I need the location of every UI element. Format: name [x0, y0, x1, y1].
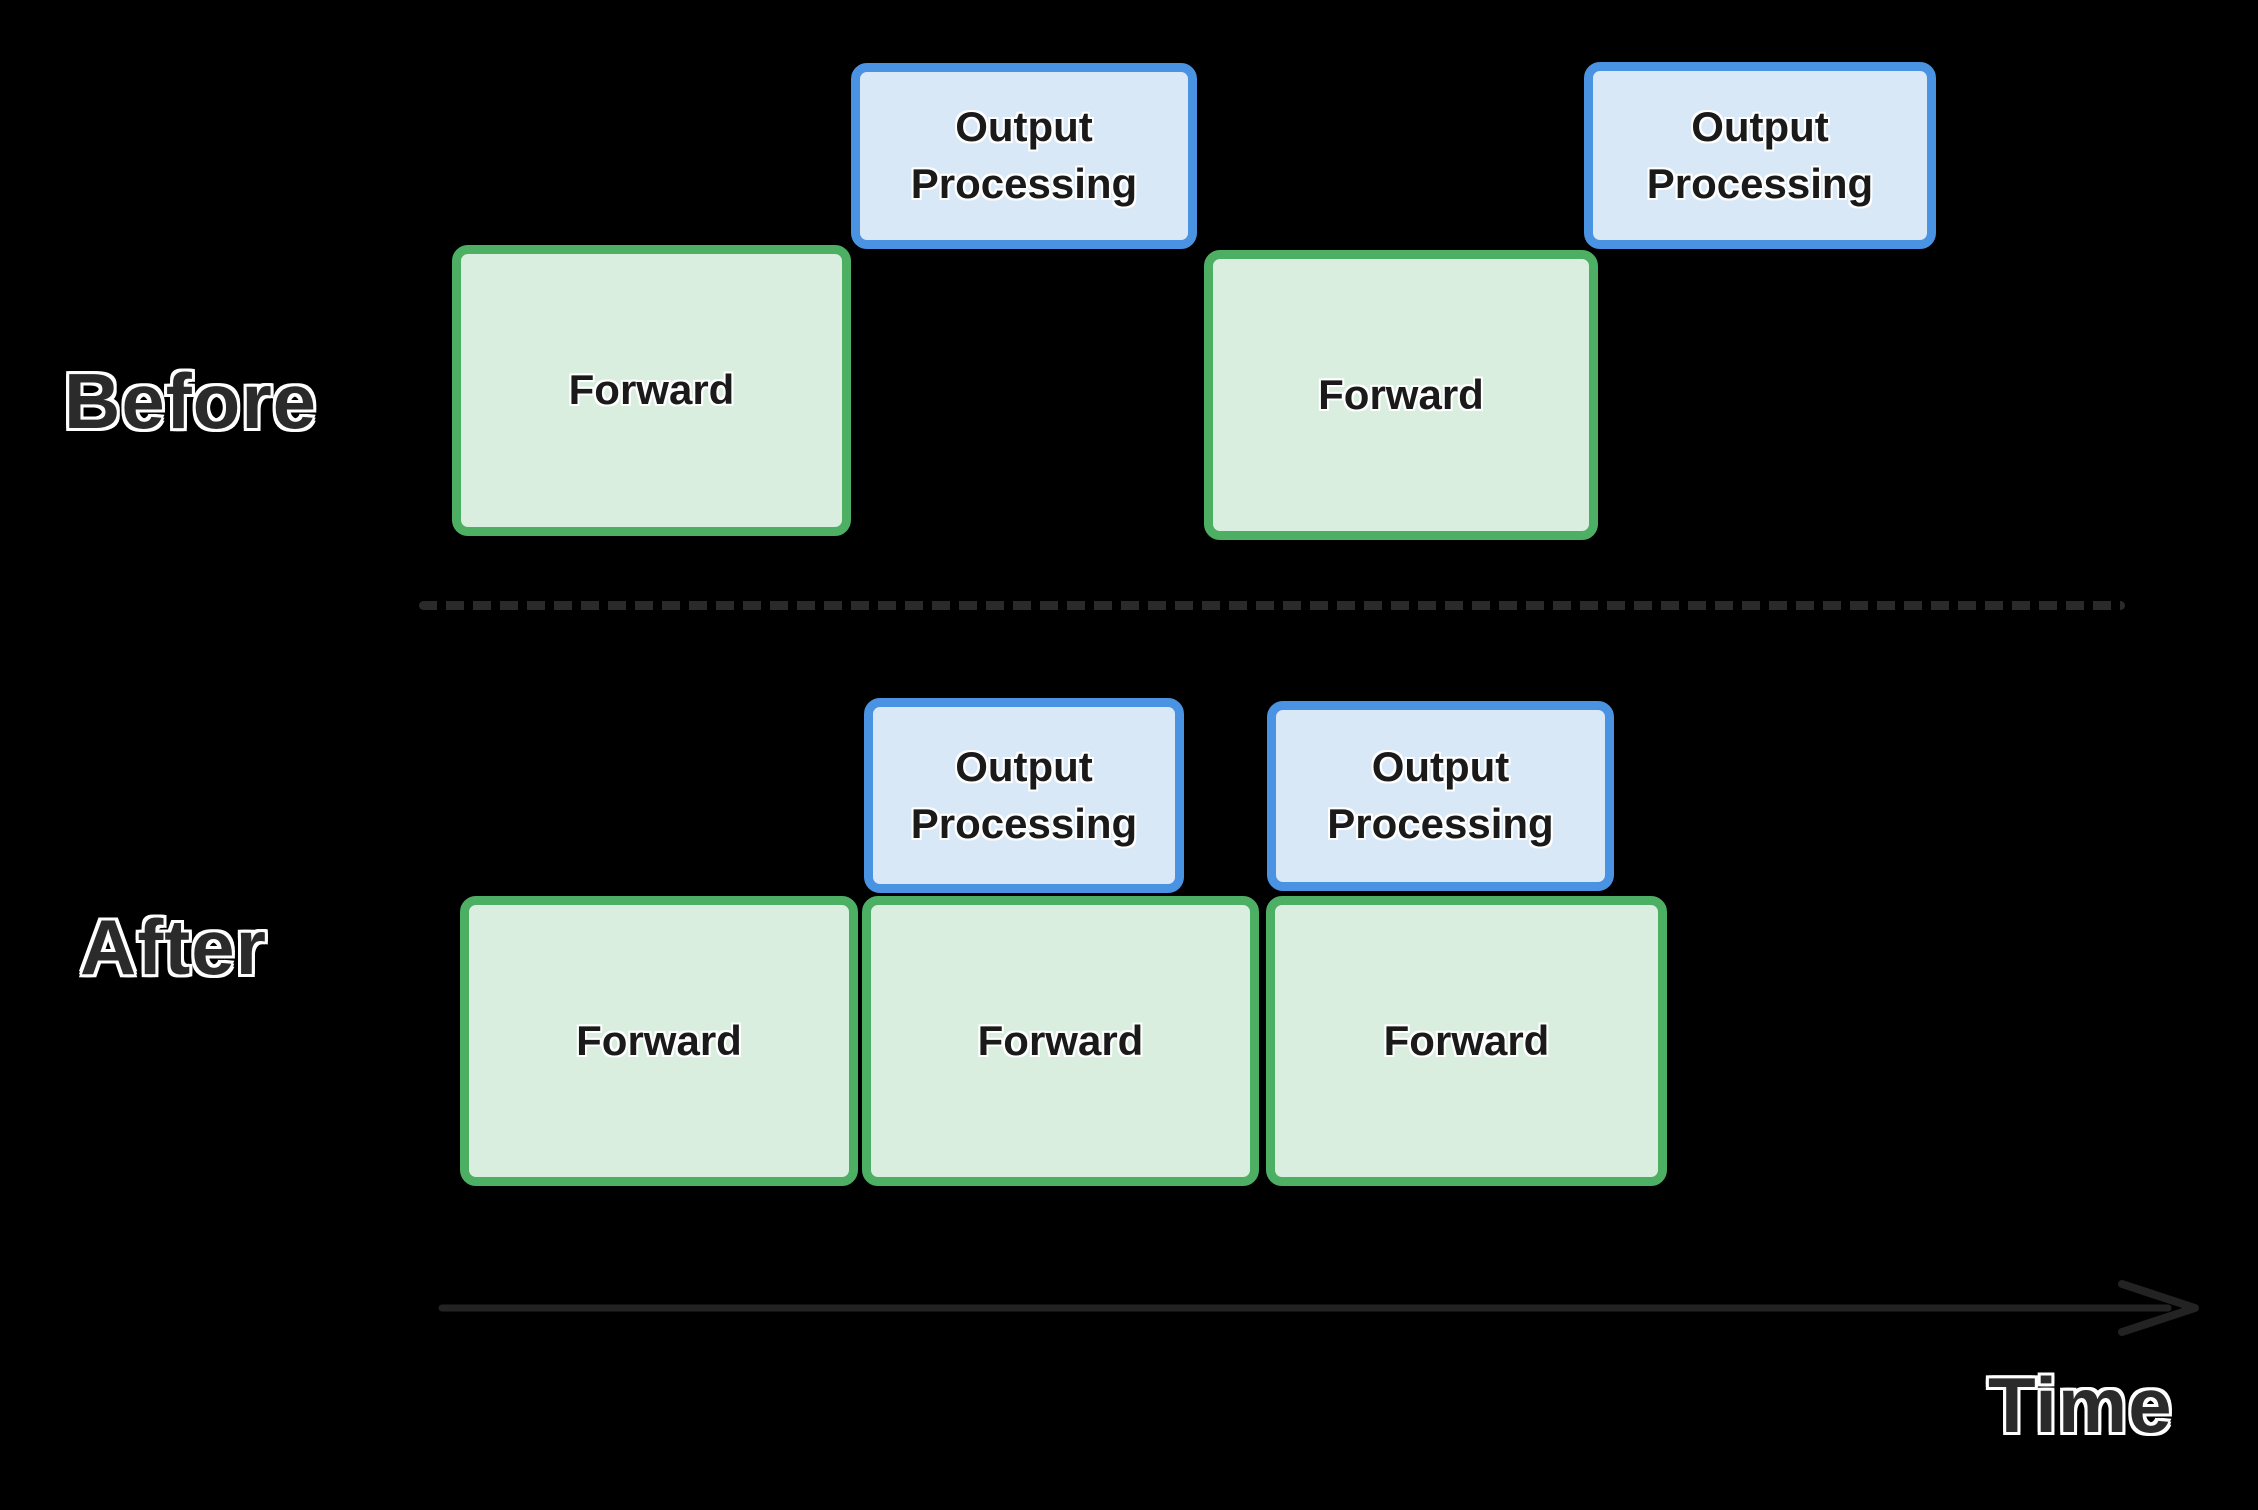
- before-forward-box-2: Forward: [1204, 250, 1598, 540]
- after-row-label: After: [80, 903, 268, 991]
- after-forward-box-1: Forward: [460, 896, 858, 1186]
- before-row-label: Before: [64, 357, 318, 445]
- before-output-processing-box-1: Output Processing: [851, 63, 1197, 249]
- before-output-processing-box-2: Output Processing: [1584, 62, 1936, 249]
- after-forward-box-2: Forward: [862, 896, 1259, 1186]
- time-axis-arrow-icon: [438, 1280, 2199, 1336]
- before-forward-box-1: Forward: [452, 245, 851, 536]
- before-after-dashed-divider: [419, 601, 2125, 610]
- after-output-processing-box-1: Output Processing: [864, 698, 1184, 893]
- after-output-processing-box-2: Output Processing: [1267, 701, 1614, 891]
- time-axis-label: Time: [1988, 1361, 2173, 1449]
- after-forward-box-3: Forward: [1266, 896, 1667, 1186]
